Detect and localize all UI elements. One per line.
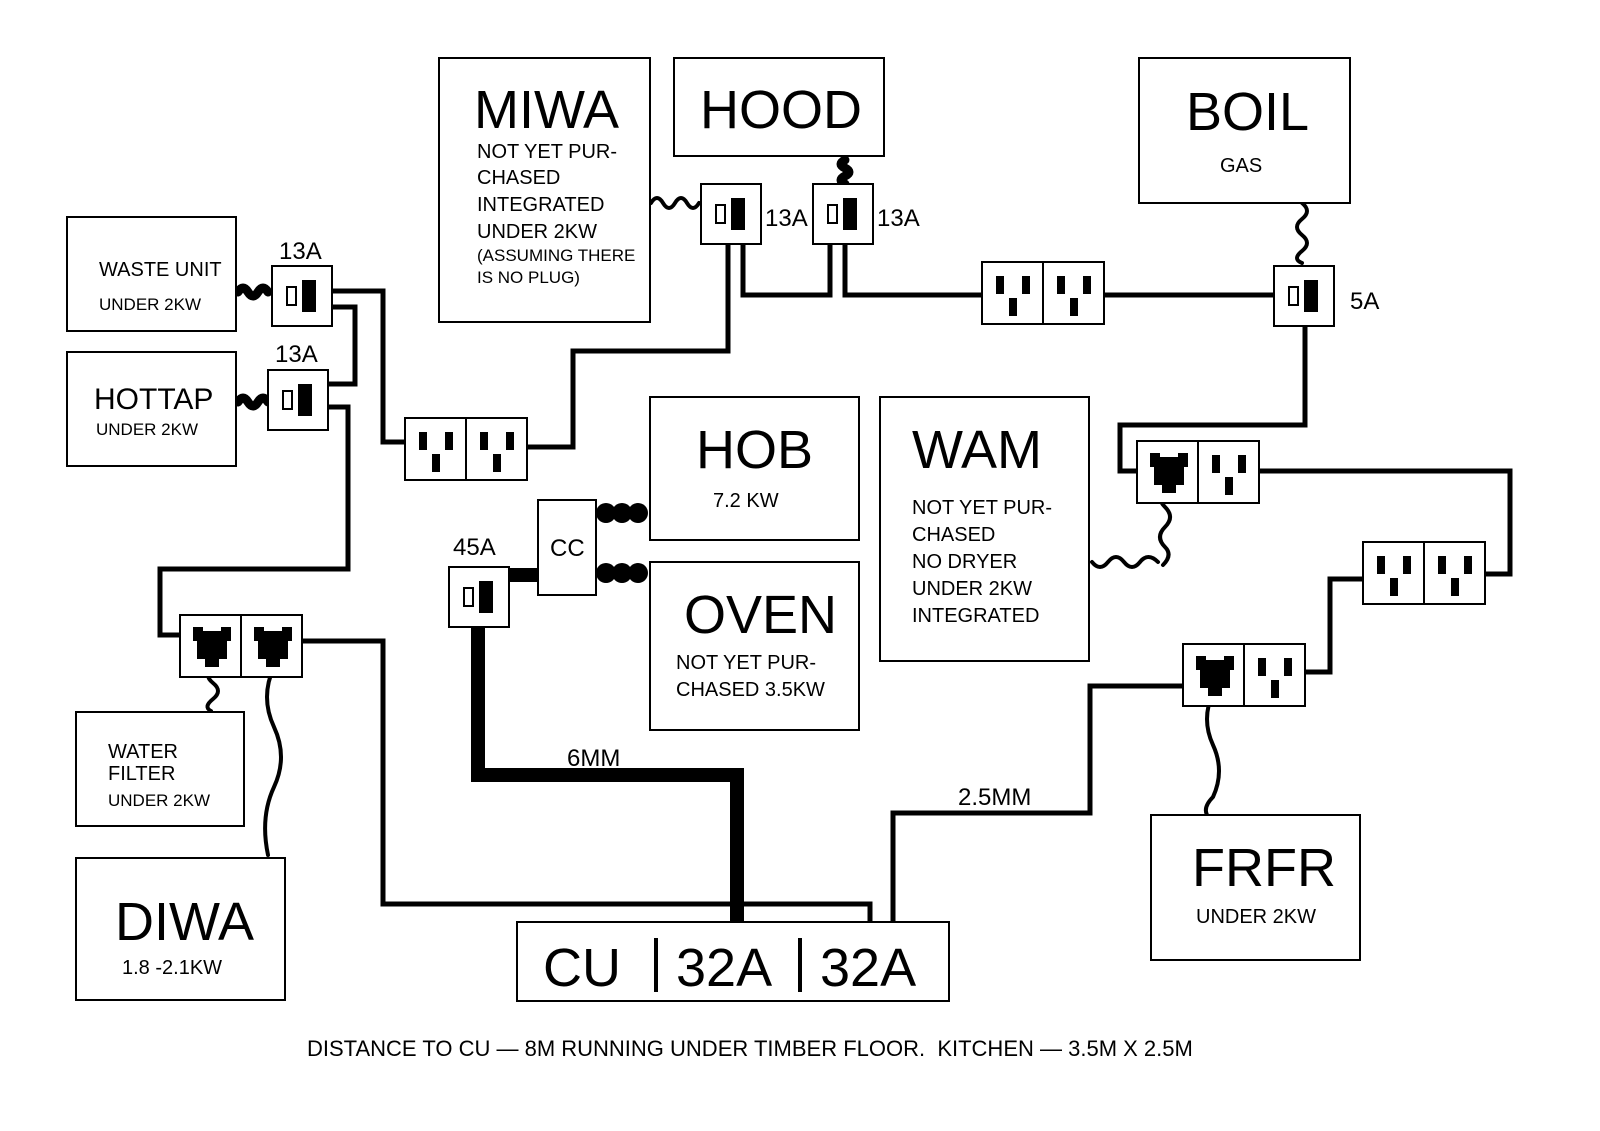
svg-text:INTEGRATED: INTEGRATED [477,194,604,216]
appliance-name: HOB [696,420,813,480]
appliance-name: HOTTAP [94,383,213,416]
spur-hood [812,183,874,245]
svg-text:GAS: GAS [1220,155,1262,177]
wire-miwa-to-hood-spur [740,244,833,298]
svg-text:NO DRYER: NO DRYER [912,551,1017,573]
spur-hottap-rating: 13A [275,341,318,368]
appliance-name: FRFR [1192,838,1336,898]
appliance-hob: HOB 7.2 KW [649,396,860,541]
wire-ring-to-cu [890,683,1183,922]
wire-waste-to-socket [333,288,405,445]
double-socket-frfr [1182,643,1306,707]
cu-breaker-1: 32A [676,938,772,998]
spur-miwa-rating: 13A [765,205,808,232]
spur-boil [1273,265,1335,327]
spur-cooker-rating: 45A [453,534,496,561]
appliance-name: MIWA [474,80,619,140]
appliance-wam: WAM NOT YET PUR- CHASED NO DRYER UNDER 2… [879,396,1090,662]
cable-label-2-5mm: 2.5MM [958,784,1031,811]
consumer-unit: CU 32A 32A [516,921,950,1002]
cord-hood [836,155,854,189]
double-socket-left [404,417,528,481]
svg-text:UNDER 2KW: UNDER 2KW [477,221,597,243]
svg-text:CHASED: CHASED [477,167,560,189]
wire-hottap-to-lower-socket [157,404,351,638]
svg-text:UNDER 2KW: UNDER 2KW [912,578,1032,600]
footer-note: DISTANCE TO CU — 8M RUNNING UNDER TIMBER… [307,1036,1193,1061]
svg-text:IS NO PLUG): IS NO PLUG) [477,268,580,287]
svg-text:NOT YET PUR-: NOT YET PUR- [912,497,1052,519]
cord-hob [596,503,648,523]
wire-right-socket-to-frfr-socket [1303,576,1363,675]
cord-boil [1295,201,1309,265]
appliance-boil: BOIL GAS [1138,57,1351,204]
spur-waste-unit-rating: 13A [279,238,322,265]
consumer-unit-label: CU [543,938,621,998]
svg-text:NOT YET PUR-: NOT YET PUR- [477,141,617,163]
appliance-diwa: DIWA 1.8 -2.1KW [75,857,286,1001]
svg-text:INTEGRATED: INTEGRATED [912,605,1039,627]
appliance-name: WATER [108,741,178,763]
cord-oven [596,563,648,583]
flex-cords [205,155,1309,857]
wire-cooker-6mm [471,628,744,922]
svg-text:FILTER: FILTER [108,763,175,785]
spur-boil-rating: 5A [1350,288,1379,315]
cord-frfr [1203,691,1221,817]
cu-breaker-2: 32A [820,938,916,998]
wire-hood-to-socket [842,244,982,298]
svg-text:UNDER 2KW: UNDER 2KW [99,295,201,314]
wire-waste-to-hottap [329,304,358,387]
appliance-miwa: MIWA NOT YET PUR- CHASED INTEGRATED UNDE… [438,57,651,323]
svg-text:CHASED 3.5KW: CHASED 3.5KW [676,679,825,701]
cord-hottap [233,393,273,411]
wires [157,244,1513,922]
appliance-name: WAM [912,420,1042,480]
spur-hood-rating: 13A [877,205,920,232]
wire-socket-to-miwa-spur [527,244,731,450]
cord-waste-unit [233,283,273,301]
appliance-frfr: FRFR UNDER 2KW [1150,814,1361,961]
appliance-name: HOOD [700,80,862,140]
svg-text:1.8 -2.1KW: 1.8 -2.1KW [122,957,222,979]
double-socket-lower-left [179,614,303,678]
double-socket-wam [1136,440,1260,504]
appliance-name: DIWA [115,892,254,952]
appliance-name: OVEN [684,585,837,645]
svg-text:CHASED: CHASED [912,524,995,546]
cooker-control-label: CC [550,535,585,562]
cord-diwa [263,665,283,857]
spur-waste-unit [271,265,333,327]
appliance-name: BOIL [1186,82,1309,142]
cable-label-6mm: 6MM [567,745,620,772]
double-socket-right [1362,541,1486,605]
svg-text:7.2 KW: 7.2 KW [713,490,779,512]
svg-text:UNDER 2KW: UNDER 2KW [108,791,210,810]
appliance-hottap: HOTTAP UNDER 2KW [66,351,237,467]
wire-wam-socket-to-right-socket [1258,468,1513,577]
appliance-waste-unit: WASTE UNIT UNDER 2KW [66,216,237,332]
svg-text:UNDER 2KW: UNDER 2KW [96,420,198,439]
spur-hottap [267,369,329,431]
spur-cooker [448,566,510,628]
svg-text:UNDER 2KW: UNDER 2KW [1196,906,1316,928]
wire-lower-socket-to-cu [302,638,873,922]
spur-miwa [700,183,762,245]
cooker-control: CC [537,499,597,596]
double-socket-top-right [981,261,1105,325]
svg-text:(ASSUMING THERE: (ASSUMING THERE [477,246,635,265]
cord-miwa [649,196,701,210]
appliance-oven: OVEN NOT YET PUR- CHASED 3.5KW [649,561,860,731]
appliance-name: WASTE UNIT [99,259,222,281]
appliance-hood: HOOD [673,57,885,157]
svg-text:NOT YET PUR-: NOT YET PUR- [676,652,816,674]
wire-boil-to-wam-socket [1117,327,1308,474]
appliance-water-filter: WATER FILTER UNDER 2KW [75,711,245,827]
